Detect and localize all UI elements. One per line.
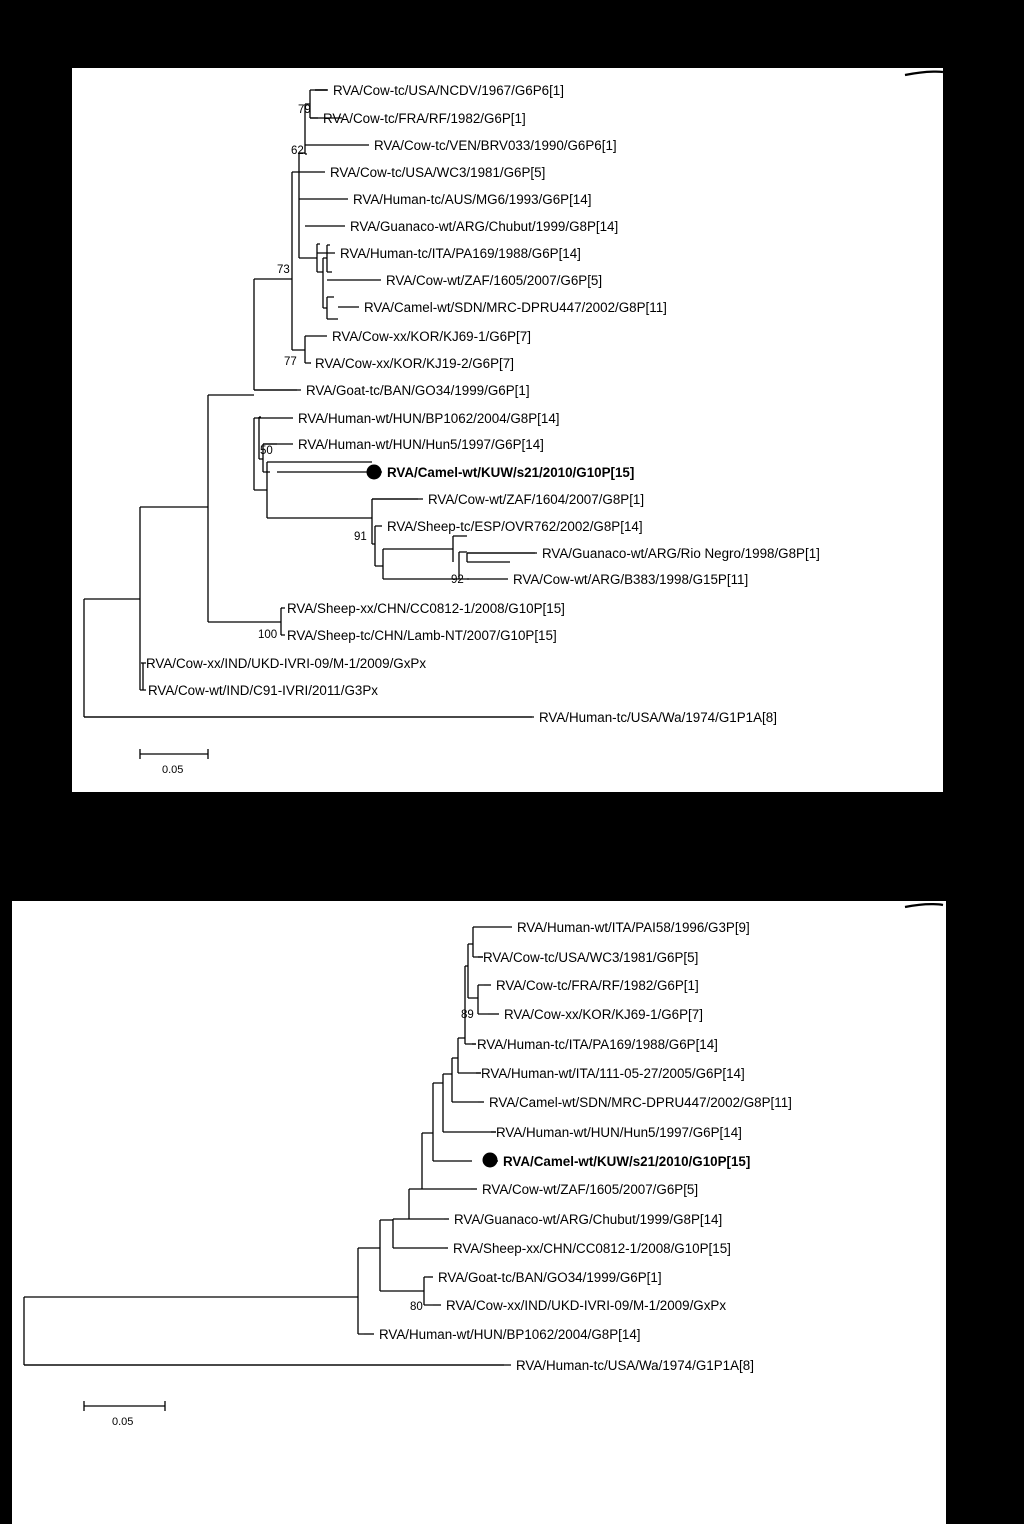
tree-a-scale-bar: 0.05 <box>139 749 209 776</box>
bootstrap-a-0: 79 <box>298 104 311 116</box>
taxon-label: RVA/Cow-wt/ZAF/1605/2007/G6P[5] <box>482 1182 698 1197</box>
taxon-label: RVA/Cow-xx/IND/UKD-IVRI-09/M-1/2009/GxPx <box>446 1298 726 1313</box>
bootstrap-a-6: 92 <box>451 574 464 586</box>
taxon-label: RVA/Cow-tc/FRA/RF/1982/G6P[1] <box>323 111 526 126</box>
tree-a-bootstrap-values: 79 62 73 77 50 91 92 100 <box>258 104 464 641</box>
scale-bar-b-label: 0.05 <box>112 1416 133 1428</box>
taxon-label: RVA/Cow-tc/USA/WC3/1981/G6P[5] <box>483 950 698 965</box>
taxon-label: RVA/Human-tc/ITA/PA169/1988/G6P[14] <box>340 246 581 261</box>
bootstrap-a-5: 91 <box>354 531 367 543</box>
taxon-label: RVA/Guanaco-wt/ARG/Rio Negro/1998/G8P[1] <box>542 546 820 561</box>
bootstrap-a-4: 50 <box>260 445 273 457</box>
tree-b-bootstrap-values: 89 80 <box>410 1009 474 1313</box>
tree-a-tip-lines <box>84 89 537 718</box>
taxon-label: RVA/Cow-wt/IND/C91-IVRI/2011/G3Px <box>148 683 378 698</box>
taxon-label: RVA/Camel-wt/SDN/MRC-DPRU447/2002/G8P[11… <box>364 300 667 315</box>
phylogenetic-tree-panel-b: RVA/Human-wt/ITA/PAI58/1996/G3P[9] RVA/Co… <box>12 901 946 1524</box>
taxon-label: RVA/Cow-xx/KOR/KJ69-1/G6P[7] <box>504 1007 703 1022</box>
taxon-label: RVA/Human-wt/HUN/Hun5/1997/G6P[14] <box>298 437 544 452</box>
taxon-label: RVA/Cow-tc/FRA/RF/1982/G6P[1] <box>496 978 699 993</box>
taxon-label: RVA/Human-wt/HUN/Hun5/1997/G6P[14] <box>496 1125 742 1140</box>
bootstrap-a-2: 73 <box>277 264 290 276</box>
taxon-label: RVA/Goat-tc/BAN/GO34/1999/G6P[1] <box>306 383 530 398</box>
bootstrap-b-1: 80 <box>410 1301 423 1313</box>
taxon-label: RVA/Human-tc/USA/Wa/1974/G1P1A[8] <box>539 710 777 725</box>
bootstrap-a-7: 100 <box>258 629 277 641</box>
scale-bar-a-label: 0.05 <box>162 764 183 776</box>
taxon-label: RVA/Human-tc/AUS/MG6/1993/G6P[14] <box>353 192 591 207</box>
taxon-label: RVA/Goat-tc/BAN/GO34/1999/G6P[1] <box>438 1270 662 1285</box>
taxon-label: RVA/Sheep-xx/CHN/CC0812-1/2008/G10P[15] <box>287 601 565 616</box>
tree-b-svg: RVA/Human-wt/ITA/PAI58/1996/G3P[9] RVA/Co… <box>23 920 792 1428</box>
taxon-label: RVA/Cow-xx/IND/UKD-IVRI-09/M-1/2009/GxPx <box>146 656 426 671</box>
taxon-label: RVA/Camel-wt/KUW/s21/2010/G10P[15] <box>387 465 634 480</box>
tree-b-branches <box>23 926 504 1366</box>
taxon-label: RVA/Cow-tc/VEN/BRV033/1990/G6P6[1] <box>374 138 617 153</box>
bootstrap-a-1: 62 <box>291 145 304 157</box>
taxon-label: RVA/Cow-wt/ZAF/1604/2007/G8P[1] <box>428 492 644 507</box>
taxon-label: RVA/Human-wt/ITA/111-05-27/2005/G6P[14] <box>481 1066 745 1081</box>
phylogenetic-tree-panel-a: RVA/Cow-tc/USA/NCDV/1967/G6P6[1] RVA/Cow-… <box>72 68 943 792</box>
taxon-label: RVA/Cow-tc/USA/WC3/1981/G6P[5] <box>330 165 545 180</box>
bootstrap-b-0: 89 <box>461 1009 474 1021</box>
highlight-dot-icon <box>482 1152 498 1168</box>
taxon-label: RVA/Human-wt/HUN/BP1062/2004/G8P[14] <box>379 1327 641 1342</box>
taxon-label: RVA/Human-wt/HUN/BP1062/2004/G8P[14] <box>298 411 560 426</box>
taxon-label: RVA/Human-tc/ITA/PA169/1988/G6P[14] <box>477 1037 718 1052</box>
taxon-label: RVA/Camel-wt/SDN/MRC-DPRU447/2002/G8P[11… <box>489 1095 792 1110</box>
taxon-label: RVA/Cow-xx/KOR/KJ19-2/G6P[7] <box>315 356 514 371</box>
taxon-label: RVA/Guanaco-wt/ARG/Chubut/1999/G8P[14] <box>454 1212 722 1227</box>
tree-b-taxon-labels: RVA/Human-wt/ITA/PAI58/1996/G3P[9] RVA/Co… <box>379 920 792 1373</box>
tree-a-taxon-labels: RVA/Cow-tc/USA/NCDV/1967/G6P6[1] RVA/Cow-… <box>146 83 820 725</box>
taxon-label: RVA/Cow-wt/ZAF/1605/2007/G6P[5] <box>386 273 602 288</box>
taxon-label: RVA/Camel-wt/KUW/s21/2010/G10P[15] <box>503 1154 750 1169</box>
tree-a-branches <box>83 89 535 718</box>
bootstrap-a-3: 77 <box>284 356 297 368</box>
taxon-label: RVA/Sheep-tc/CHN/Lamb-NT/2007/G10P[15] <box>287 628 557 643</box>
tree-b-tip-lines <box>24 926 512 1366</box>
taxon-label: RVA/Sheep-tc/ESP/OVR762/2002/G8P[14] <box>387 519 643 534</box>
taxon-label: RVA/Human-wt/ITA/PAI58/1996/G3P[9] <box>517 920 750 935</box>
tree-a-svg: RVA/Cow-tc/USA/NCDV/1967/G6P6[1] RVA/Cow-… <box>83 83 820 776</box>
taxon-label: RVA/Human-tc/USA/Wa/1974/G1P1A[8] <box>516 1358 754 1373</box>
taxon-label: RVA/Sheep-xx/CHN/CC0812-1/2008/G10P[15] <box>453 1241 731 1256</box>
taxon-label: RVA/Cow-tc/USA/NCDV/1967/G6P6[1] <box>333 83 564 98</box>
highlight-dot-icon <box>366 464 382 480</box>
taxon-label: RVA/Cow-wt/ARG/B383/1998/G15P[11] <box>513 572 748 587</box>
tree-b-scale-bar: 0.05 <box>83 1401 166 1428</box>
taxon-label: RVA/Cow-xx/KOR/KJ69-1/G6P[7] <box>332 329 531 344</box>
taxon-label: RVA/Guanaco-wt/ARG/Chubut/1999/G8P[14] <box>350 219 618 234</box>
